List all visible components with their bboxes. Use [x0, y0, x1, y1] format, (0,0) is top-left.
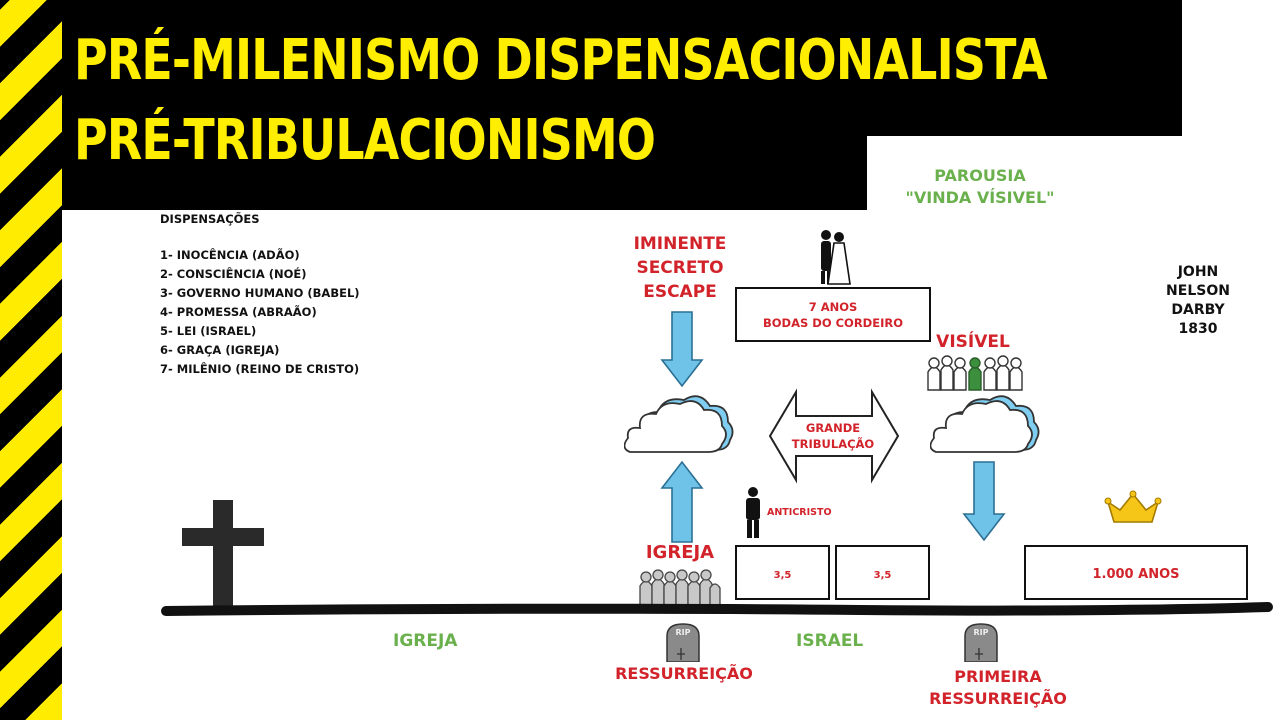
- title-banner-lower: [62, 136, 867, 210]
- title-banner: [62, 0, 1182, 136]
- parousia-line-2: "VINDA VÍSIVEL": [905, 188, 1055, 207]
- author-line-2: NELSON: [1166, 283, 1230, 299]
- millennium-label: 1.000 ANOS: [1092, 567, 1180, 582]
- list-item: 2- CONSCIÊNCIA (NOÉ): [160, 267, 307, 281]
- israel-label: ISRAEL: [796, 631, 864, 651]
- double-arrow-icon: [768, 388, 900, 484]
- rapture-line-2: SECRETO: [636, 258, 724, 278]
- crown-icon: [1104, 490, 1162, 523]
- wedding-box-line-1: 7 ANOS: [808, 300, 858, 314]
- dispensations-heading: DISPENSAÇÕES: [160, 212, 260, 226]
- list-item: 3- GOVERNO HUMANO (BABEL): [160, 286, 360, 300]
- list-item: 4- PROMESSA (ABRAÃO): [160, 305, 317, 319]
- list-item: 1- INOCÊNCIA (ADÃO): [160, 248, 300, 262]
- rapture-label: IMINENTE SECRETO ESCAPE: [610, 232, 750, 304]
- title-line-2: PRÉ-TRIBULACIONISMO: [74, 108, 656, 173]
- first-resurrection-line-2: RESSURREIÇÃO: [929, 689, 1067, 708]
- arrow-up-icon: [660, 460, 704, 543]
- cloud-icon-rapture: [624, 395, 734, 453]
- tombstone-text-right: RIP: [973, 628, 989, 637]
- dispensations-list: 1- INOCÊNCIA (ADÃO) 2- CONSCIÊNCIA (NOÉ)…: [160, 246, 360, 379]
- half-week-box-right: 3,5: [835, 545, 930, 600]
- arrow-down-return-icon: [962, 461, 1006, 542]
- arrow-down-icon: [660, 311, 704, 388]
- tombstone-icon-right: [964, 623, 998, 662]
- title-line-1: PRÉ-MILENISMO DISPENSACIONALISTA: [74, 28, 1048, 93]
- wedding-box: 7 ANOS BODAS DO CORDEIRO: [735, 287, 931, 342]
- first-resurrection-line-1: PRIMEIRA: [954, 667, 1042, 686]
- visible-label: VISÍVEL: [936, 332, 1010, 352]
- rapture-line-3: ESCAPE: [643, 282, 717, 302]
- author-line-3: DARBY: [1171, 302, 1225, 318]
- tribulation-line-2: TRIBULAÇÃO: [791, 437, 875, 451]
- list-item: 5- LEI (ISRAEL): [160, 324, 257, 338]
- author-label: JOHN NELSON DARBY 1830: [1145, 263, 1251, 339]
- half-week-box-left: 3,5: [735, 545, 830, 600]
- church-label-upper: IGREJA: [645, 542, 715, 563]
- tombstone-icon: [666, 623, 700, 662]
- crowd-with-christ-icon: [927, 355, 1023, 391]
- tombstone-text: RIP: [675, 628, 691, 637]
- rapture-line-1: IMINENTE: [633, 234, 727, 254]
- antichrist-label: ANTICRISTO: [767, 507, 832, 518]
- wedding-box-line-2: BODAS DO CORDEIRO: [763, 316, 903, 330]
- church-crowd-icon: [639, 569, 721, 606]
- wedding-couple-icon: [821, 230, 851, 285]
- author-line-4: 1830: [1178, 321, 1218, 337]
- author-line-1: JOHN: [1177, 264, 1219, 280]
- list-item: 6- GRAÇA (IGREJA): [160, 343, 280, 357]
- parousia-label: PAROUSIA "VINDA VÍSIVEL": [880, 165, 1080, 209]
- tribulation-label: GRANDE TRIBULAÇÃO: [786, 420, 880, 452]
- church-label-lower: IGREJA: [393, 631, 458, 651]
- cross-icon: [182, 500, 264, 610]
- cloud-icon-return: [930, 395, 1040, 453]
- antichrist-figure-icon: [746, 487, 760, 538]
- first-resurrection-label: PRIMEIRA RESSURREIÇÃO: [908, 666, 1088, 710]
- millennium-box: 1.000 ANOS: [1024, 545, 1248, 600]
- half-week-right-label: 3,5: [873, 570, 892, 581]
- half-week-left-label: 3,5: [773, 570, 792, 581]
- hazard-stripes: [0, 0, 62, 720]
- list-item: 7- MILÊNIO (REINO DE CRISTO): [160, 362, 360, 376]
- timeline-line: [161, 602, 1273, 616]
- parousia-line-1: PAROUSIA: [934, 166, 1026, 185]
- tribulation-line-1: GRANDE: [805, 421, 861, 435]
- resurrection-label: RESSURREIÇÃO: [615, 664, 753, 683]
